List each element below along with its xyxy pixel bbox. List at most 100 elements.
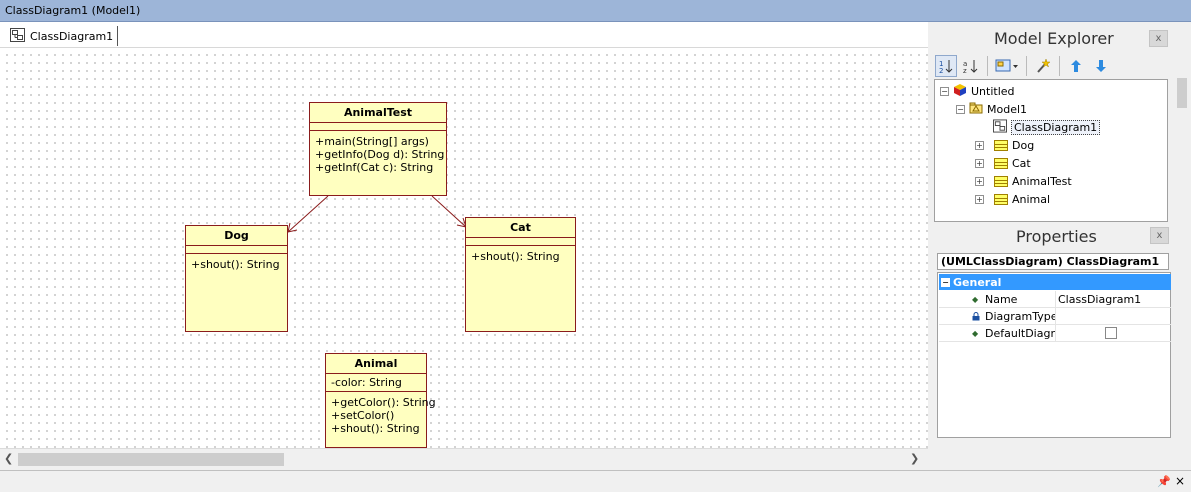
collapse-icon[interactable]: − (956, 104, 965, 114)
right-panel-scrollbar[interactable] (1175, 58, 1189, 478)
class-dog[interactable]: Dog +shout(): String (185, 225, 288, 332)
collapse-icon[interactable]: − (941, 277, 950, 287)
properties-close-button[interactable]: x (1150, 227, 1169, 244)
class-icon (994, 157, 1008, 169)
diagram-canvas[interactable]: AnimalTest +main(String[] args) +getInfo… (0, 48, 928, 448)
class-animaltest[interactable]: AnimalTest +main(String[] args) +getInfo… (309, 102, 447, 196)
operation: +getInfo(Dog d): String (315, 148, 445, 161)
tree-node-cat[interactable]: + Cat (975, 155, 1031, 171)
move-down-icon[interactable] (1090, 55, 1112, 77)
property-grid[interactable]: − General ◆ Name ClassDiagram1 DiagramTy… (937, 272, 1171, 438)
tree-node-animal[interactable]: + Animal (975, 191, 1050, 207)
class-attributes (466, 238, 575, 246)
class-operations: +getColor(): String +setColor() +shout()… (326, 392, 436, 439)
tree-node-classdiagram1[interactable]: ClassDiagram1 (993, 118, 1101, 136)
lock-icon (972, 312, 980, 323)
property-value (1055, 308, 1171, 324)
class-attributes (186, 246, 287, 254)
horizontal-scrollbar[interactable]: ❮ ❯ (0, 448, 928, 470)
tree-node-label: Untitled (971, 84, 1015, 98)
toolbar-separator (1026, 56, 1027, 76)
tree-node-label: Cat (1012, 156, 1031, 170)
tree-node-label: AnimalTest (1012, 174, 1072, 188)
scroll-left-icon[interactable]: ❮ (4, 452, 14, 465)
property-row-defaultdiagram[interactable]: ◆ DefaultDiagram (939, 325, 1171, 342)
attribute: -color: String (331, 376, 402, 389)
properties-subject: (UMLClassDiagram) ClassDiagram1 (937, 253, 1169, 270)
property-row-diagramtype[interactable]: DiagramType (939, 308, 1171, 325)
property-key: DefaultDiagram (985, 327, 1055, 340)
tree-node-label: Dog (1012, 138, 1035, 152)
add-diagram-icon[interactable] (993, 55, 1021, 77)
tree-node-model1[interactable]: − Model1 (956, 101, 1027, 117)
model-tree[interactable]: − Untitled − Model1 ClassDiagram1 + Dog … (934, 79, 1168, 222)
toolbar-separator (1059, 56, 1060, 76)
class-cat[interactable]: Cat +shout(): String (465, 217, 576, 332)
operation: +getInf(Cat c): String (315, 161, 434, 174)
tree-node-untitled[interactable]: − Untitled (940, 83, 1015, 99)
pin-icon[interactable]: 📌 (1157, 475, 1171, 488)
class-attributes: -color: String (326, 374, 426, 392)
tree-node-label: ClassDiagram1 (1011, 119, 1101, 135)
tree-node-label: Animal (1012, 192, 1051, 206)
class-animal[interactable]: Animal -color: String +getColor(): Strin… (325, 353, 436, 448)
class-diagram-icon (993, 118, 1007, 136)
close-icon[interactable]: × (1174, 474, 1185, 488)
svg-text:z: z (963, 67, 967, 74)
properties-panel: Properties x (UMLClassDiagram) ClassDiag… (929, 222, 1177, 447)
operation: +getColor(): String (331, 396, 436, 409)
property-row-name[interactable]: ◆ Name ClassDiagram1 (939, 291, 1171, 308)
collapse-icon[interactable]: − (940, 86, 949, 96)
scrollbar-thumb[interactable] (18, 453, 284, 466)
property-section-general[interactable]: − General (939, 274, 1171, 290)
window-title-bar: ClassDiagram1 (Model1) (0, 0, 1191, 22)
editor-tab-strip: ClassDiagram1 (0, 22, 928, 48)
section-label: General (953, 275, 1002, 289)
expand-icon[interactable]: + (975, 140, 984, 150)
expand-icon[interactable]: + (975, 158, 984, 168)
tree-node-label: Model1 (987, 102, 1028, 116)
class-icon (994, 193, 1008, 205)
scrollbar-thumb[interactable] (1177, 78, 1187, 108)
expand-icon[interactable]: + (975, 194, 984, 204)
tree-node-dog[interactable]: + Dog (975, 137, 1034, 153)
default-diagram-checkbox[interactable] (1105, 327, 1117, 339)
property-key: Name (985, 293, 1018, 306)
class-diagram-icon (10, 27, 25, 45)
association-connectors (287, 195, 467, 233)
operation: +shout(): String (331, 422, 420, 435)
class-operations: +main(String[] args) +getInfo(Dog d): St… (310, 131, 446, 178)
scroll-right-icon[interactable]: ❯ (910, 452, 920, 465)
class-name: Animal (326, 354, 426, 374)
class-name: AnimalTest (310, 103, 446, 123)
association-arrowhead-dog (287, 222, 298, 233)
class-operations: +shout(): String (186, 254, 287, 275)
diagram-editor: ClassDiagram1 AnimalTest +main(String[] … (0, 22, 928, 470)
class-attributes (310, 123, 446, 131)
property-value[interactable]: ClassDiagram1 (1055, 291, 1171, 307)
association-animaltest-dog (287, 195, 329, 233)
tree-node-animaltest[interactable]: + AnimalTest (975, 173, 1072, 189)
expand-icon[interactable]: + (975, 176, 984, 186)
class-icon (994, 175, 1008, 187)
wand-icon[interactable] (1032, 55, 1054, 77)
tab-label: ClassDiagram1 (30, 29, 114, 43)
model-package-icon (969, 102, 983, 117)
window-title: ClassDiagram1 (Model1) (5, 4, 141, 17)
move-up-icon[interactable] (1065, 55, 1087, 77)
association-animaltest-cat (431, 195, 467, 228)
class-name: Dog (186, 226, 287, 246)
tab-classdiagram1[interactable]: ClassDiagram1 (6, 26, 119, 46)
class-name: Cat (466, 218, 575, 238)
operation: +setColor() (331, 409, 395, 422)
operation: +shout(): String (191, 258, 280, 271)
property-key: DiagramType (985, 310, 1055, 323)
model-explorer-title: Model Explorer (994, 29, 1114, 48)
operation: +main(String[] args) (315, 135, 429, 148)
model-explorer-close-button[interactable]: x (1149, 30, 1168, 47)
class-operations: +shout(): String (466, 246, 575, 267)
